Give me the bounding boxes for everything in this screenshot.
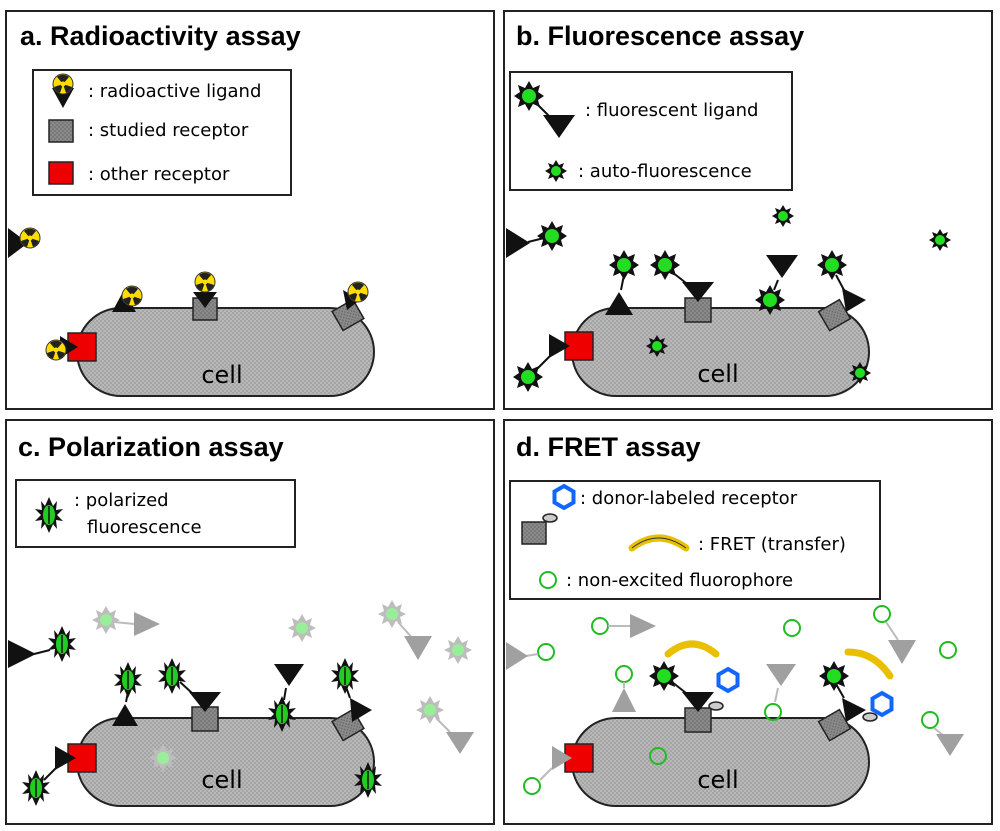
panel-a-title: a. Radioactivity assay [20, 21, 301, 51]
legend-studied-receptor: : studied receptor [88, 120, 249, 141]
panel-c-legend: : polarized fluorescence [15, 479, 296, 548]
panel-b: b. Fluorescence assay : fluorescent liga… [503, 10, 993, 410]
cell-label: cell [697, 766, 738, 794]
panel-c: c. Polarization assay : polarized fluore… [5, 419, 495, 825]
donor-labeled-receptor-icon [521, 484, 576, 545]
fret-arrow [664, 640, 720, 658]
legend-polarized: : polarized [74, 490, 169, 511]
panel-d-title: d. FRET assay [516, 432, 701, 462]
panel-c-title: c. Polarization assay [18, 432, 284, 462]
panel-c-scene: cell [8, 600, 474, 807]
panel-d-scene: cell [506, 605, 964, 807]
panel-a-legend: : radioactive ligand : studied receptor … [32, 69, 292, 196]
legend-radioactive-ligand: : radioactive ligand [88, 81, 261, 102]
radioactive-ligand-icon [52, 73, 74, 108]
panel-a-scene: cell [8, 227, 375, 397]
panel-b-title: b. Fluorescence assay [516, 21, 804, 51]
fret-arrow [844, 648, 894, 680]
cell-label: cell [201, 766, 242, 794]
panel-b-scene: cell [506, 205, 951, 397]
donor-hexagon [870, 691, 894, 717]
studied-receptor [331, 298, 365, 332]
panel-d: d. FRET assay : donor-labeled receptor :… [503, 419, 993, 825]
other-receptor-icon [48, 161, 74, 185]
legend-fluorescence: fluorescence [87, 517, 202, 538]
panel-b-legend: : fluorescent ligand : auto-fluorescence [509, 71, 793, 191]
donor-hexagon [716, 667, 740, 693]
cell-label: cell [697, 360, 738, 388]
legend-fluorescent-ligand: : fluorescent ligand [585, 100, 758, 121]
legend-fret-transfer: : FRET (transfer) [698, 534, 846, 555]
studied-receptor [817, 708, 852, 742]
cell-label: cell [201, 361, 242, 389]
legend-auto-fluorescence: : auto-fluorescence [578, 161, 752, 182]
studied-receptor [817, 298, 852, 332]
legend-other-receptor: : other receptor [88, 164, 230, 185]
legend-non-excited-fluorophore: : non-excited fluorophore [566, 570, 793, 591]
studied-receptor-icon [48, 119, 74, 143]
studied-receptor [191, 706, 219, 732]
panel-a: a. Radioactivity assay : radioactive lig… [5, 10, 495, 410]
auto-fluorescence-icon [545, 160, 567, 182]
legend-donor-labeled-receptor: : donor-labeled receptor [580, 488, 798, 509]
panel-d-legend: : donor-labeled receptor : FRET (transfe… [509, 480, 881, 600]
fluorescent-ligand-icon [514, 81, 575, 138]
